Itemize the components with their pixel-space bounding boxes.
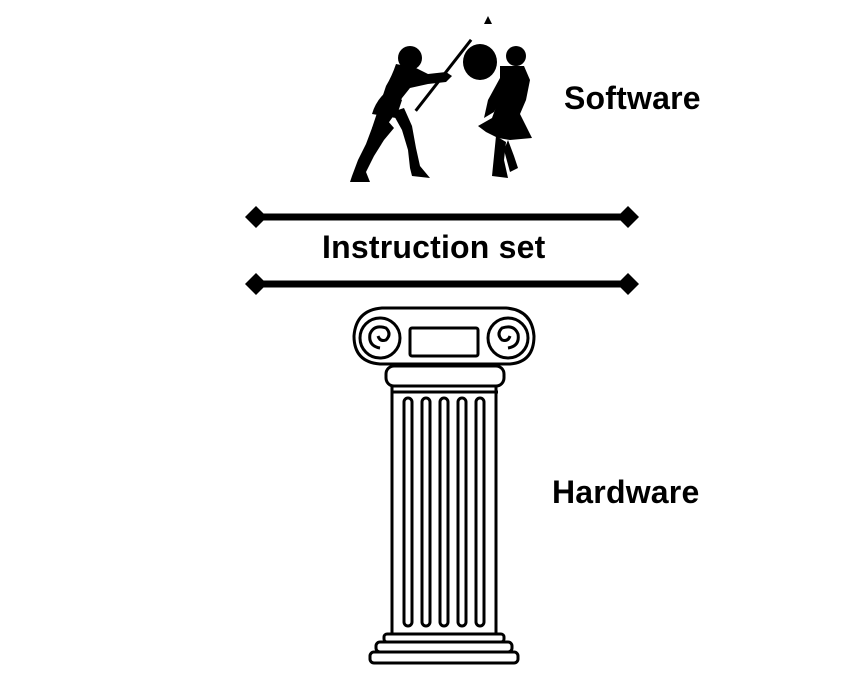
fighting-warriors-icon bbox=[350, 16, 532, 182]
upper-boundary-line bbox=[245, 206, 639, 228]
software-label: Software bbox=[564, 80, 701, 116]
ionic-column-icon bbox=[352, 306, 536, 665]
lower-boundary-line bbox=[245, 273, 639, 295]
instruction-set-label: Instruction set bbox=[322, 229, 546, 265]
hardware-label: Hardware bbox=[552, 474, 700, 510]
